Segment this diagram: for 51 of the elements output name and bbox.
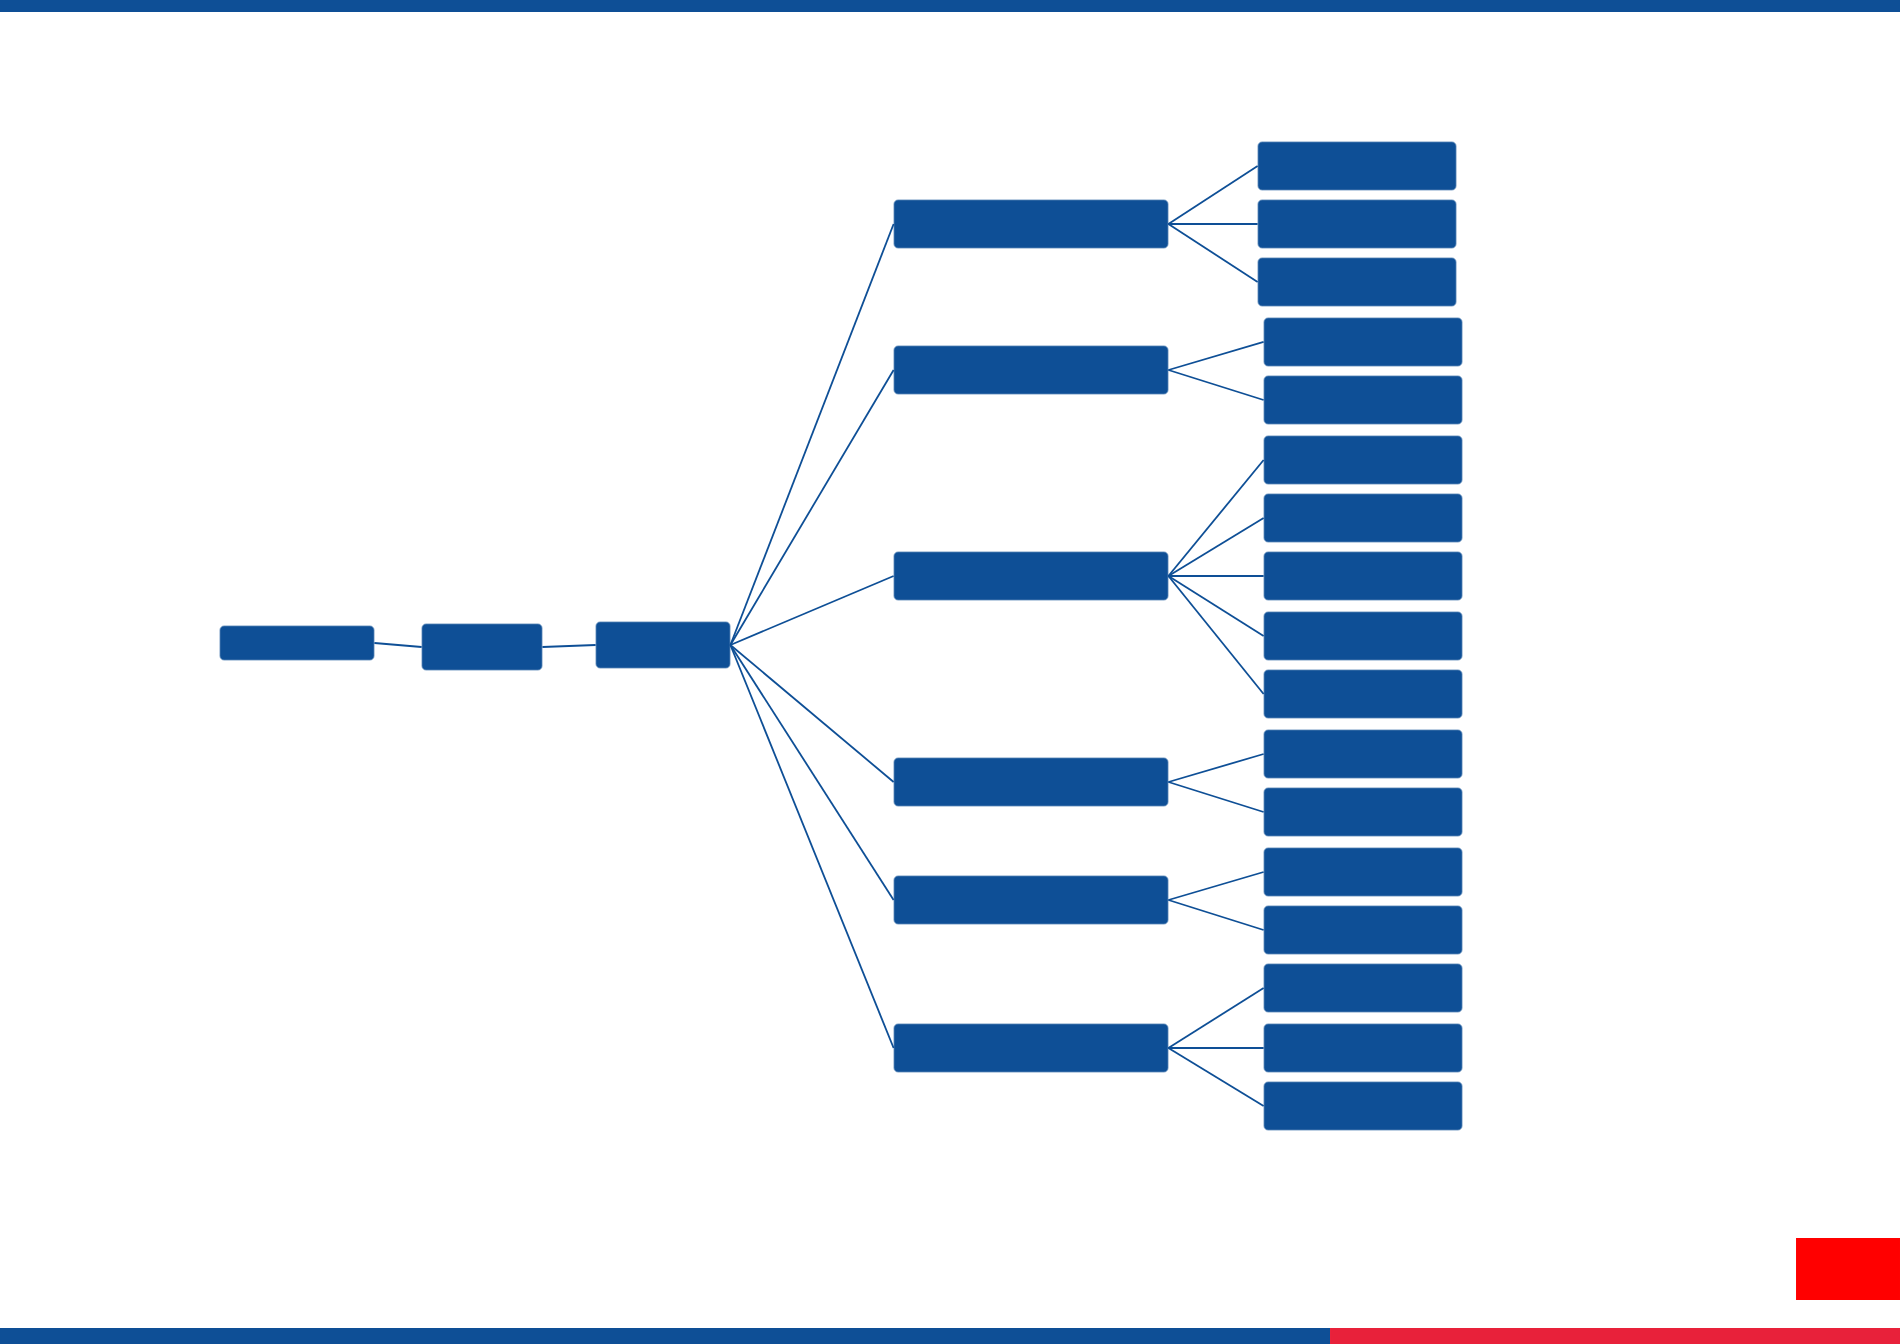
connector-line <box>729 644 895 901</box>
connector-line <box>1167 781 1265 813</box>
connector-line <box>729 575 895 646</box>
connector-line <box>1167 575 1265 577</box>
process-box <box>893 551 1169 601</box>
process-box <box>1257 257 1457 307</box>
connector-line <box>1167 753 1265 783</box>
connector-line <box>1167 575 1265 637</box>
process-box <box>595 621 731 669</box>
connector-line <box>729 369 895 646</box>
process-box <box>1263 729 1463 779</box>
process-box <box>1263 1023 1463 1073</box>
connector-line <box>373 642 423 648</box>
process-box <box>893 345 1169 395</box>
connector-line <box>1167 517 1265 577</box>
connector-line <box>1167 575 1265 695</box>
process-box <box>1263 375 1463 425</box>
connector-line <box>1167 1047 1265 1049</box>
connector-line <box>1167 341 1265 371</box>
connector-line <box>1167 459 1265 577</box>
process-box <box>1263 787 1463 837</box>
connector-line <box>1167 987 1265 1049</box>
process-box <box>1263 317 1463 367</box>
process-box <box>1257 199 1457 249</box>
connector-line <box>729 223 895 646</box>
process-box <box>893 875 1169 925</box>
connector-line <box>729 644 895 783</box>
process-box <box>893 757 1169 807</box>
process-box <box>219 625 375 661</box>
process-box <box>1263 847 1463 897</box>
process-box <box>421 623 543 671</box>
connector-line <box>541 644 597 648</box>
process-box <box>1263 963 1463 1013</box>
connector-line <box>1167 223 1259 225</box>
connector-line <box>729 644 895 1049</box>
connector-line <box>1167 899 1265 931</box>
process-box <box>893 199 1169 249</box>
process-box <box>1257 141 1457 191</box>
connector-line <box>1167 369 1265 401</box>
connector-line <box>1167 1047 1265 1107</box>
process-box <box>1263 435 1463 485</box>
process-box <box>1263 551 1463 601</box>
process-box <box>1263 905 1463 955</box>
process-box <box>893 1023 1169 1073</box>
connector-line <box>1167 165 1259 225</box>
process-box <box>1263 611 1463 661</box>
process-box <box>1263 493 1463 543</box>
connector-line <box>1167 223 1259 283</box>
connector-line <box>1167 871 1265 901</box>
process-box <box>1263 669 1463 719</box>
process-box <box>1263 1081 1463 1131</box>
